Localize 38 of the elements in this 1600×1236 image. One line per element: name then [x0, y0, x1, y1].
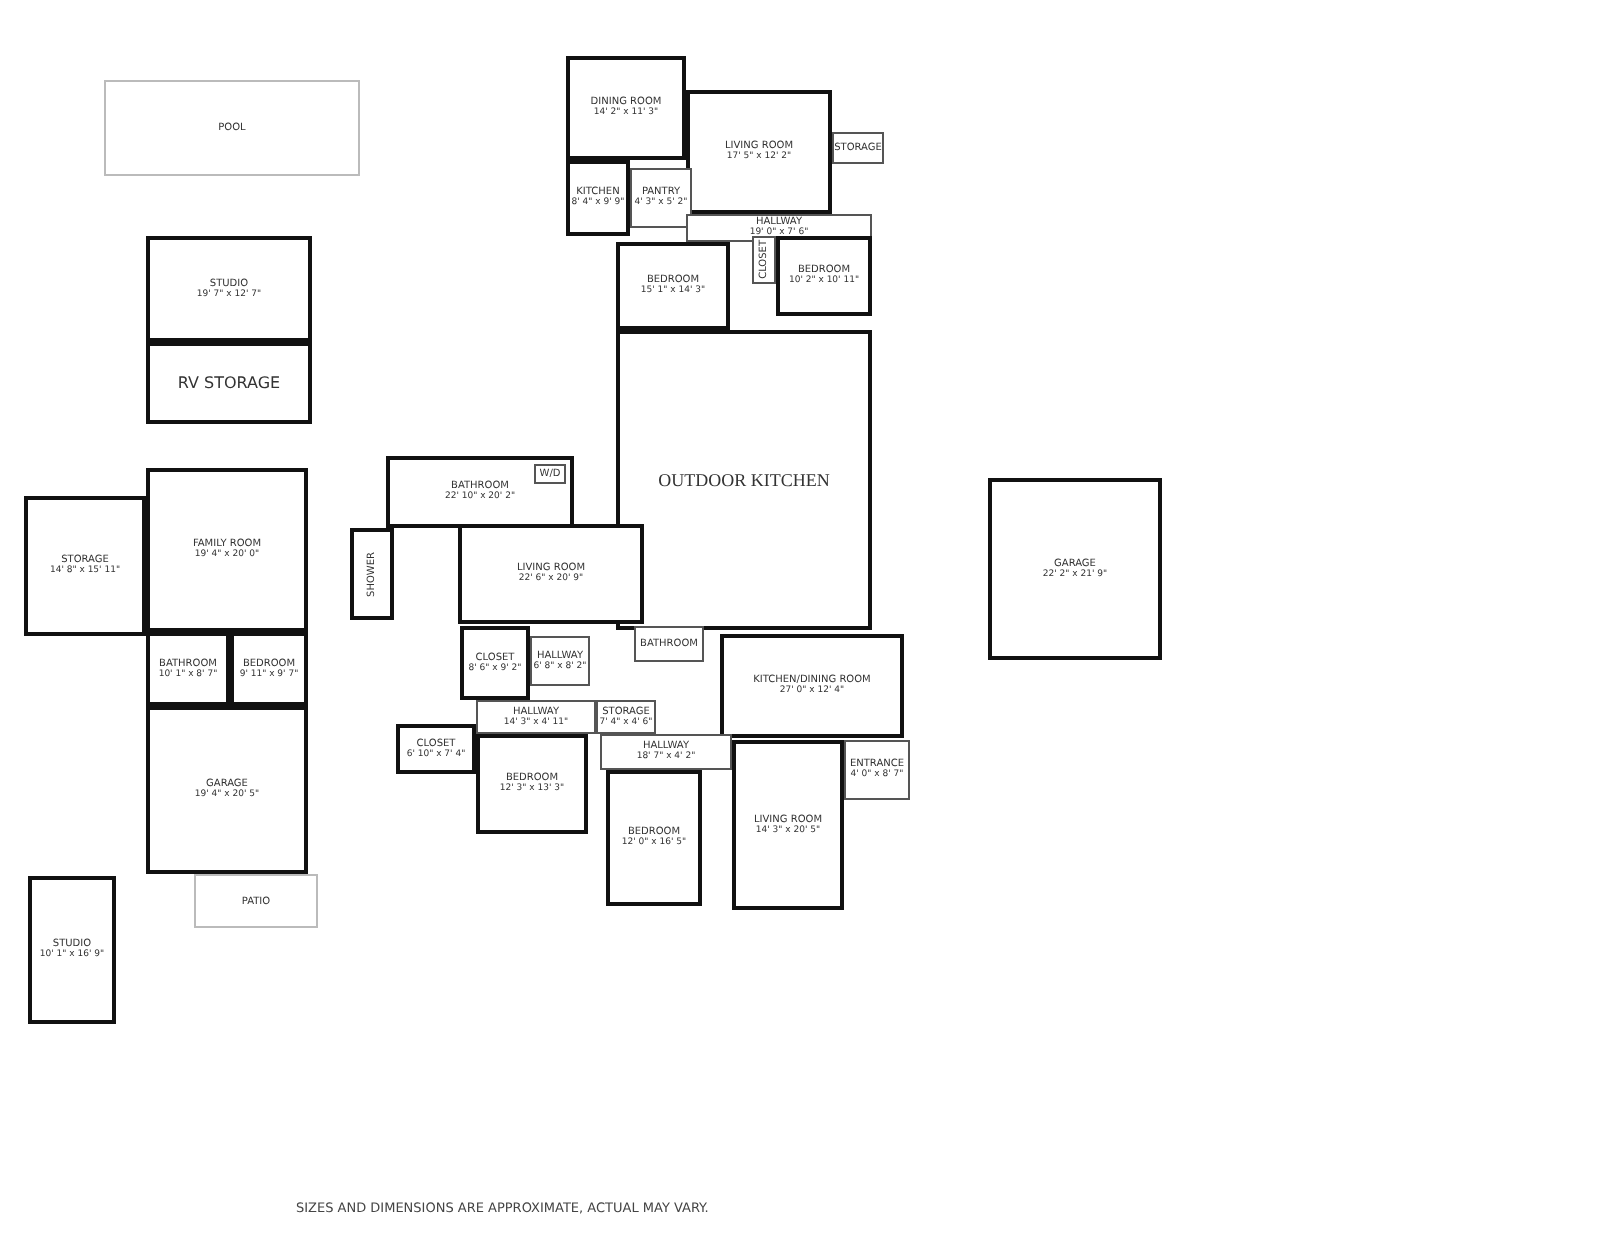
- room-outline: [776, 236, 872, 316]
- room-outline: [146, 236, 312, 342]
- room-outline: [686, 90, 832, 214]
- room-outline: [24, 496, 146, 636]
- room-outline: [476, 700, 596, 734]
- room-outline: [386, 456, 574, 528]
- room-outline: [194, 874, 318, 928]
- room-outline: [616, 330, 872, 630]
- room-outline: [752, 236, 776, 284]
- room-outline: [460, 626, 530, 700]
- room-outline: [230, 632, 308, 706]
- room-outline: [634, 626, 704, 662]
- room-outline: [350, 528, 394, 620]
- room-outline: [534, 464, 566, 484]
- room-outline: [476, 734, 588, 834]
- room-outline: [630, 168, 692, 228]
- room-outline: [104, 80, 360, 176]
- room-outline: [146, 706, 308, 874]
- room-outline: [732, 740, 844, 910]
- room-outline: [146, 342, 312, 424]
- room-outline: [844, 740, 910, 800]
- room-outline: [566, 56, 686, 160]
- room-outline: [530, 636, 590, 686]
- room-outline: [600, 734, 732, 770]
- room-name: OUTDOOR KITCHEN: [658, 474, 830, 486]
- room-outline: [396, 724, 476, 774]
- room-outline: [458, 524, 644, 624]
- room-outline: [146, 468, 308, 632]
- room-outline: [988, 478, 1162, 660]
- room-outline: [146, 632, 230, 706]
- room-outline: [606, 770, 702, 906]
- room-outline: [616, 242, 730, 330]
- room-outline: [720, 634, 904, 738]
- room-outline: [28, 876, 116, 1024]
- room-outline: [596, 700, 656, 734]
- room-outline: [566, 160, 630, 236]
- room-name: RV STORAGE: [177, 373, 281, 393]
- room-outline: [832, 132, 884, 164]
